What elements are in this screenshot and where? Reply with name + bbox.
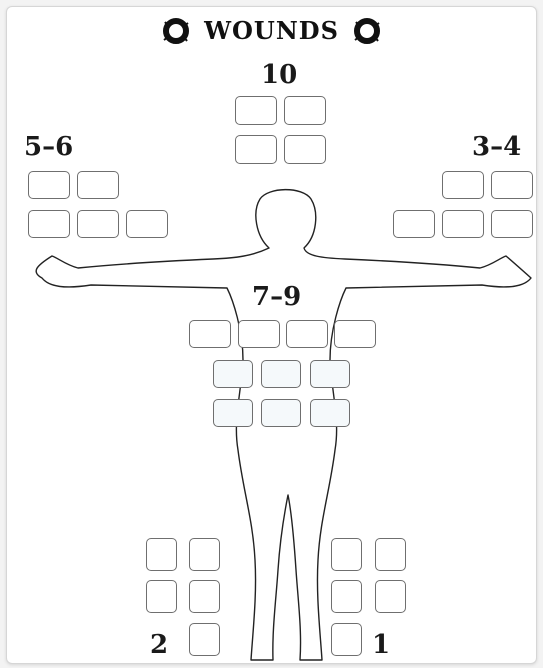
left-leg-wound-box[interactable] bbox=[331, 580, 362, 613]
right-leg-location-label: 2 bbox=[150, 630, 169, 660]
head-wound-box[interactable] bbox=[284, 135, 326, 164]
title-bar: WOUNDS bbox=[0, 16, 543, 45]
torso-wound-box[interactable] bbox=[213, 399, 253, 427]
left-arm-wound-box[interactable] bbox=[491, 210, 533, 238]
left-arm-wound-box[interactable] bbox=[442, 171, 484, 199]
torso-wound-box[interactable] bbox=[238, 320, 280, 348]
torso-wound-box[interactable] bbox=[213, 360, 253, 388]
left-leg-wound-box[interactable] bbox=[375, 580, 406, 613]
right-arm-wound-box[interactable] bbox=[77, 210, 119, 238]
right-arm-wound-box[interactable] bbox=[77, 171, 119, 199]
torso-wound-box[interactable] bbox=[334, 320, 376, 348]
head-wound-box[interactable] bbox=[284, 96, 326, 125]
right-leg-wound-box[interactable] bbox=[146, 580, 177, 613]
head-wound-box[interactable] bbox=[235, 135, 277, 164]
right-leg-wound-box[interactable] bbox=[189, 538, 220, 571]
right-arm-wound-box[interactable] bbox=[28, 210, 70, 238]
head-wound-box[interactable] bbox=[235, 96, 277, 125]
torso-wound-box[interactable] bbox=[310, 399, 350, 427]
left-arm-wound-box[interactable] bbox=[393, 210, 435, 238]
right-arm-wound-box[interactable] bbox=[126, 210, 168, 238]
torso-wound-box[interactable] bbox=[261, 360, 301, 388]
left-leg-location-label: 1 bbox=[372, 630, 391, 660]
page-title: WOUNDS bbox=[204, 16, 339, 45]
left-arm-wound-box[interactable] bbox=[491, 171, 533, 199]
torso-wound-box[interactable] bbox=[310, 360, 350, 388]
right-arm-location-label: 5–6 bbox=[24, 132, 74, 162]
left-leg-wound-box[interactable] bbox=[331, 538, 362, 571]
right-leg-wound-box[interactable] bbox=[189, 623, 220, 656]
torso-wound-box[interactable] bbox=[261, 399, 301, 427]
right-arm-wound-box[interactable] bbox=[28, 171, 70, 199]
torso-location-label: 7–9 bbox=[252, 282, 302, 312]
ring-icon bbox=[353, 17, 380, 44]
torso-wound-box[interactable] bbox=[286, 320, 328, 348]
torso-wound-box[interactable] bbox=[189, 320, 231, 348]
right-leg-wound-box[interactable] bbox=[189, 580, 220, 613]
left-arm-location-label: 3–4 bbox=[472, 132, 522, 162]
right-leg-wound-box[interactable] bbox=[146, 538, 177, 571]
left-leg-wound-box[interactable] bbox=[331, 623, 362, 656]
ring-icon bbox=[163, 17, 190, 44]
left-arm-wound-box[interactable] bbox=[442, 210, 484, 238]
left-leg-wound-box[interactable] bbox=[375, 538, 406, 571]
head-location-label: 10 bbox=[261, 60, 298, 90]
